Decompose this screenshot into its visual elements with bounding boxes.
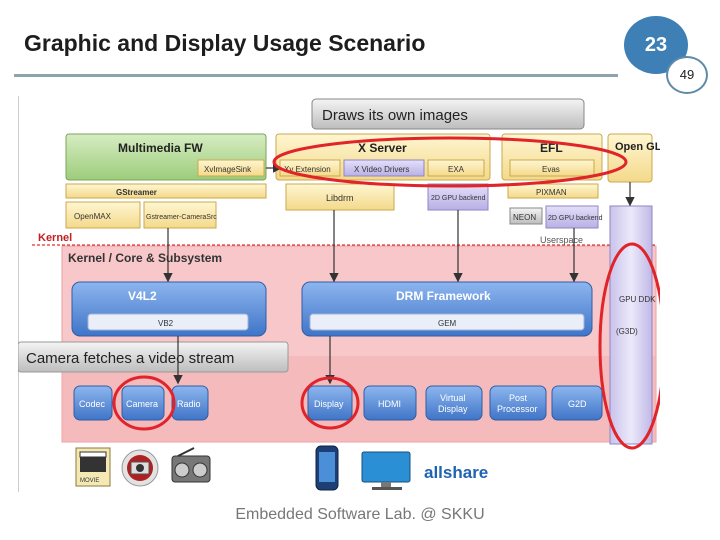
libdrm-box [285,183,395,211]
smartphone-icon [315,445,339,491]
gst-camerasrc-label: Gstreamer-CameraSrc [146,214,217,221]
g2d-label: G2D [568,399,587,409]
xvimagesink-box [197,159,265,177]
camera-label: Camera [126,399,158,409]
movie-icon-label: MOVIE [80,478,99,484]
openmax-label: OpenMAX [74,212,112,221]
architecture-diagram: Kernel Userspace Kernel / Core & Subsyst… [18,96,660,492]
opengl-label: Open GL [615,141,660,153]
radio-box [171,385,209,421]
highlight-camera [112,375,176,431]
evas-box [509,159,595,177]
exa-label: EXA [448,165,465,174]
gst-camerasrc-box [143,201,217,229]
v4l2-label: V4L2 [128,289,157,303]
exa-box [427,159,485,177]
drm-framework-label: DRM Framework [396,289,491,303]
openmax-box [65,201,141,229]
title-underline [14,74,618,77]
highlight-xserver-efl [272,136,628,188]
kernel-core-label: Kernel / Core & Subsystem [68,251,222,265]
movie-icon: MOVIE [75,447,111,487]
highlight-display [300,376,360,430]
gstreamer-label: GStreamer [116,188,157,197]
gpu-backend-2-box [545,205,599,229]
xv-extension-label: Xv Extension [284,165,331,174]
g2d-box [551,385,603,421]
gpu-ddk-column [609,205,653,445]
neon-label: NEON [513,213,536,222]
x-server-label: X Server [358,141,407,155]
display-label: Display [314,399,344,409]
neon-box [509,207,543,225]
gstreamer-box [65,183,267,199]
camera-app-icon [121,449,159,487]
slide-title: Graphic and Display Usage Scenario [24,30,426,56]
pixman-label: PIXMAN [536,188,567,197]
gem-label: GEM [438,319,457,328]
draws-own-images-banner [311,98,585,130]
gpu-backend-1-label: 2D GPU backend [431,195,486,202]
display-box [307,385,353,421]
xvimagesink-label: XvImageSink [204,165,252,174]
sub-number-badge: 49 [666,56,708,94]
virtual-display-box [425,385,483,421]
radio-icon [171,447,211,483]
hdmi-box [363,385,417,421]
slide-footer: Embedded Software Lab. @ SKKU [235,506,485,523]
pixman-box [507,183,599,199]
virtual-display-label-2: Display [438,404,468,414]
virtual-display-label-1: Virtual [440,393,465,403]
camera-box [121,385,165,421]
hdmi-label: HDMI [378,399,401,409]
allshare-logo: allshare [424,463,488,482]
vb2-box [87,313,249,331]
evas-label: Evas [542,165,560,174]
gpu-ddk-label: GPU DDK [619,295,656,304]
userspace-label: Userspace [540,235,583,245]
codec-box [73,385,113,421]
gem-box [309,313,585,331]
monitor-icon [361,451,411,490]
camera-stream-text: Camera fetches a video stream [26,350,234,367]
x-video-drivers-box [343,159,425,177]
codec-label: Codec [79,399,106,409]
libdrm-label: Libdrm [326,193,354,203]
kernel-label: Kernel [38,232,72,244]
efl-label: EFL [540,141,563,155]
post-processor-box [489,385,547,421]
draws-own-images-text: Draws its own images [322,107,468,124]
gpu-backend-1-box [427,183,489,211]
gpu-backend-2-label: 2D GPU backend [548,215,603,222]
vb2-label: VB2 [158,319,174,328]
camera-stream-banner [18,341,289,373]
radio-label: Radio [177,399,201,409]
post-processor-label-2: Processor [497,404,538,414]
x-video-drivers-label: X Video Drivers [354,165,409,174]
highlight-gpu-ddk [598,242,660,450]
slide-number-badge: 23 [624,16,688,74]
multimedia-fw-label: Multimedia FW [118,141,203,155]
g3d-label: (G3D) [616,327,638,336]
post-processor-label-1: Post [509,393,528,403]
